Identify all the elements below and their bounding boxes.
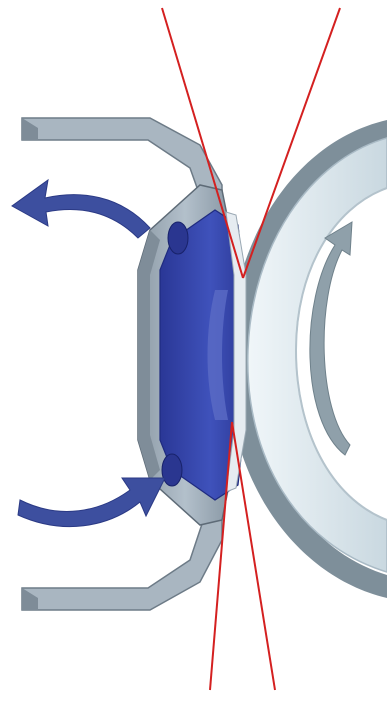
outflow-arrow [11,178,151,239]
bracket-bottom-arm-edge [22,588,38,610]
tangent-line-upper-right [242,7,341,279]
top-port [167,221,189,255]
tangent-lines [161,7,341,691]
tangent-line-lower-left [209,421,233,691]
tangent-line-lower-right [231,421,276,691]
wheel-inner-edge [294,187,387,521]
blue-insert [159,209,245,501]
tangent-line-upper-left [161,7,244,279]
seal-strip [225,211,247,493]
inflow-arrow [17,477,166,528]
bracket-top-arm-edge [22,118,38,140]
rotating-wheel [227,120,387,598]
wheel-rim-shadow [227,120,387,598]
housing-left-facet [138,230,160,480]
bottom-port [161,453,183,487]
rotation-arrow [309,221,353,456]
bracket-bottom-arm [21,514,223,611]
